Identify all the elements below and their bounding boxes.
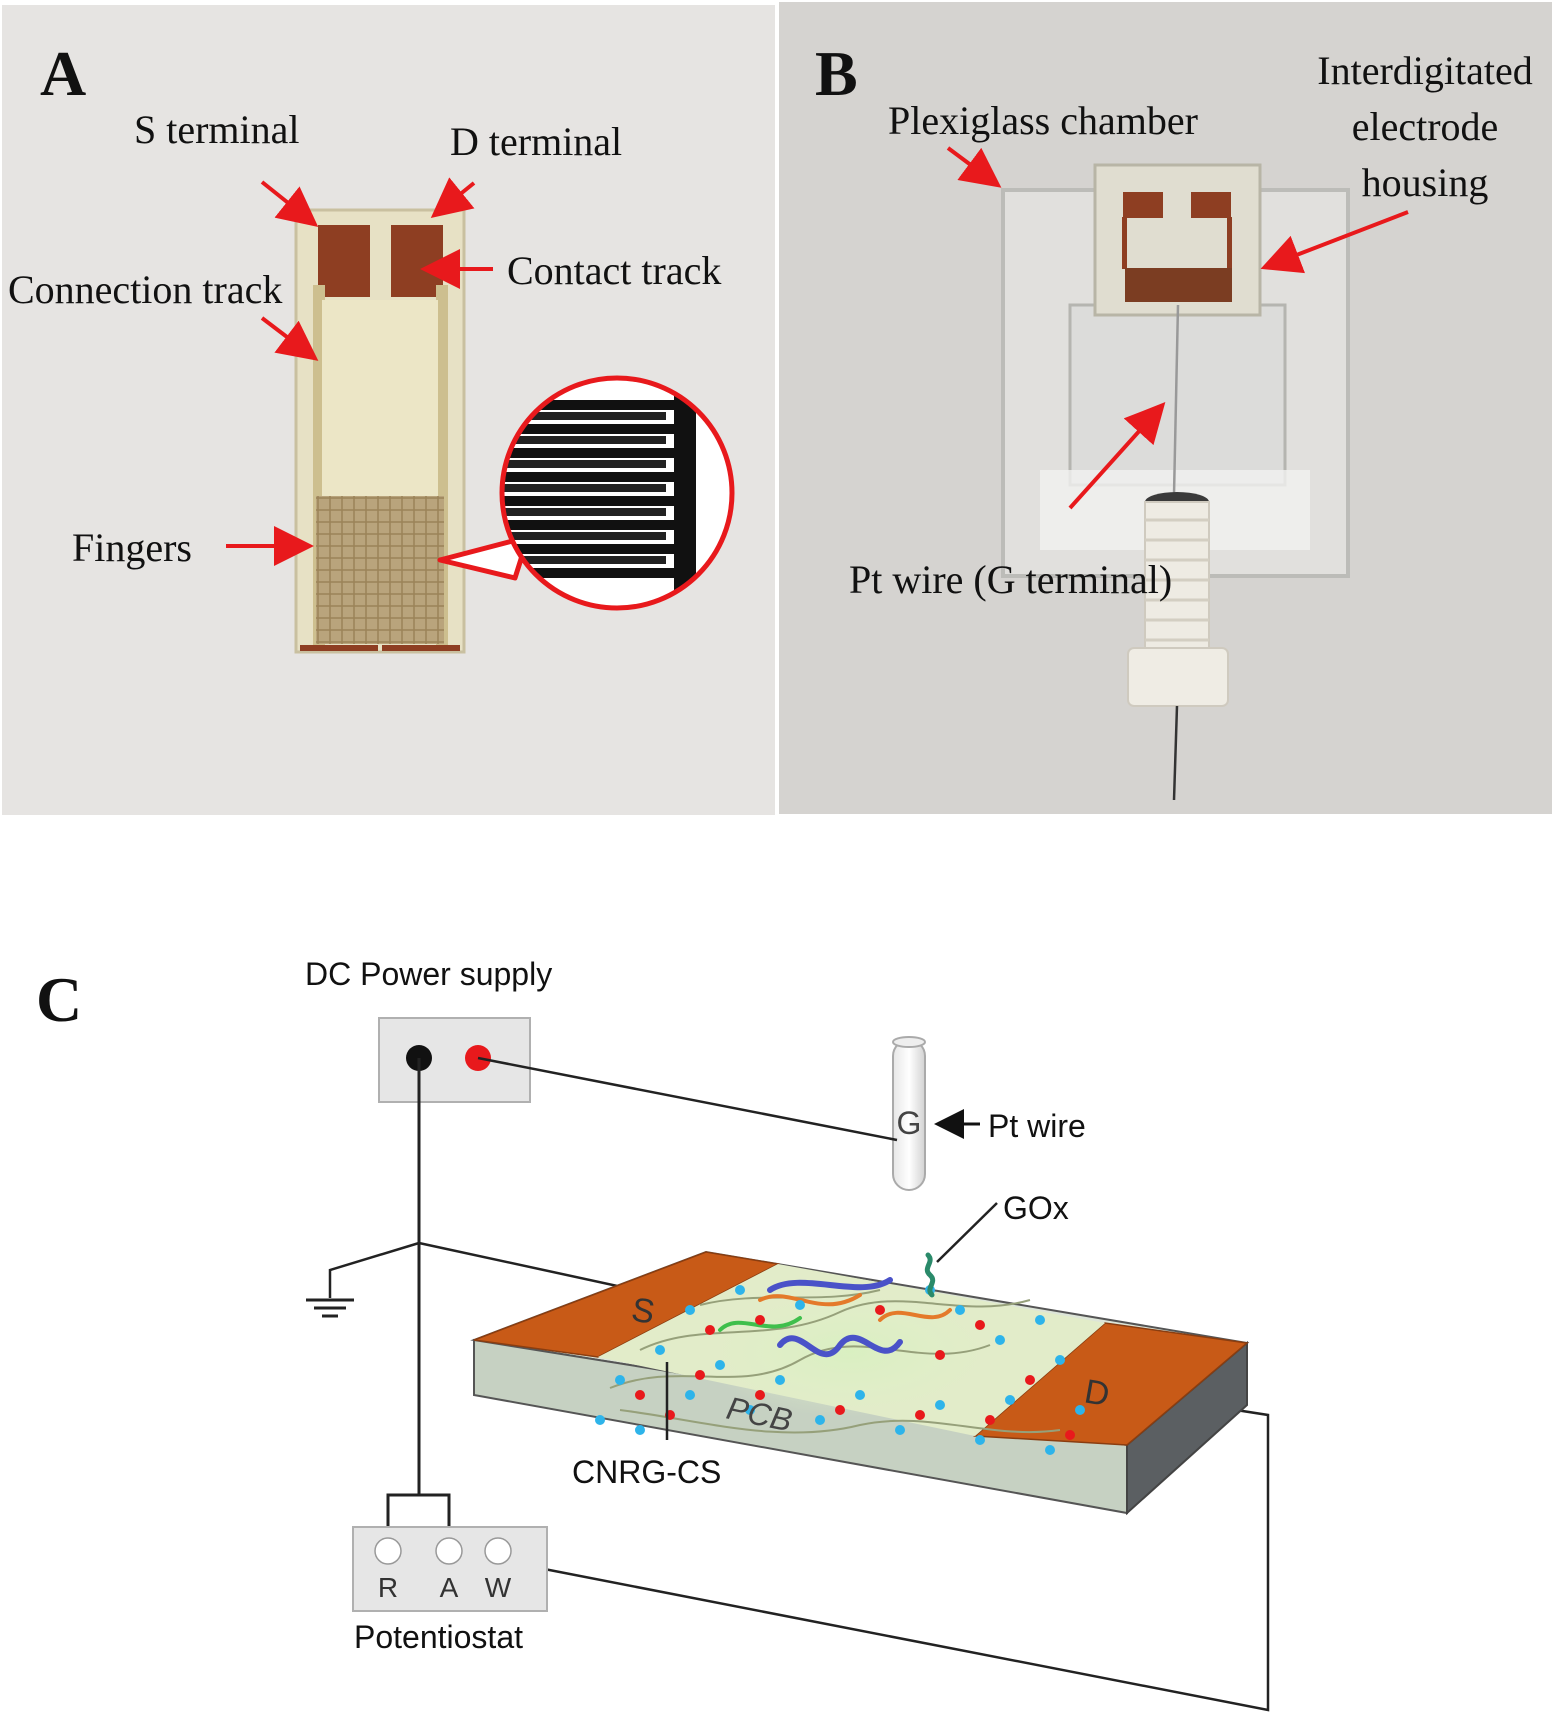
- arrow-plexiglass: [946, 146, 1002, 188]
- label-dc-power-supply: DC Power supply: [305, 956, 552, 992]
- label-fingers: Fingers: [72, 525, 192, 570]
- label-potentiostat: Potentiostat: [354, 1619, 523, 1655]
- label-s-terminal: S terminal: [134, 107, 300, 152]
- wire-to-s: [418, 1241, 637, 1292]
- screw-nut: [1127, 647, 1229, 707]
- chip-middle: [322, 300, 438, 496]
- d-terminal-pad: [391, 225, 443, 297]
- panel-b-letter: B: [815, 38, 858, 109]
- panel-c-letter: C: [36, 964, 82, 1035]
- label-electrode: electrode: [1352, 104, 1499, 149]
- screw: [1127, 492, 1229, 801]
- label-w: W: [485, 1572, 512, 1603]
- housing-pad-left: [1123, 192, 1163, 218]
- finger-area: [316, 496, 444, 644]
- label-pt-wire: Pt wire: [988, 1108, 1086, 1144]
- arrow-connection-track: [260, 316, 319, 361]
- housing-track-right: [1227, 217, 1232, 269]
- terminal-r: [374, 1537, 402, 1565]
- panel-c: C DC Power supply G Pt wire: [36, 956, 1270, 1712]
- tube-top: [892, 1036, 926, 1048]
- label-g: G: [897, 1105, 922, 1141]
- label-connection-track: Connection track: [8, 267, 282, 312]
- label-contact-track: Contact track: [507, 248, 721, 293]
- housing-track-left: [1122, 217, 1127, 269]
- label-d-terminal: D terminal: [450, 119, 622, 164]
- cnrg-network: [595, 1277, 1085, 1455]
- bottom-pad-left: [300, 645, 378, 651]
- wire-r-a-bridge: [386, 1493, 451, 1545]
- label-interdigitated: Interdigitated: [1317, 48, 1532, 93]
- housing-finger-pad: [1125, 268, 1232, 302]
- finger-magnified-inset: [437, 375, 735, 611]
- gox-enzyme-strands: [767, 1277, 903, 1358]
- inset-circle-border: [499, 375, 735, 611]
- wire-to-ground: [328, 1241, 420, 1298]
- label-a: A: [440, 1572, 459, 1603]
- arrow-s-terminal: [260, 180, 319, 227]
- panel-b: B Plexiglass chamber Interdigitated: [779, 2, 1552, 814]
- label-pt-wire-g-terminal: Pt wire (G terminal): [849, 557, 1172, 602]
- nodes-red: [635, 1305, 1075, 1440]
- network-strands: [609, 1289, 1061, 1434]
- wire-positive-to-g: [477, 1056, 898, 1142]
- terminal-a: [435, 1537, 463, 1565]
- arrow-pt-wire: [1068, 402, 1166, 510]
- electrode-chip: [294, 208, 466, 654]
- gox-molecule: [924, 1252, 936, 1298]
- pcb-device: S D PCB: [470, 1250, 1250, 1516]
- cnrg-network-glow: [700, 1287, 1000, 1417]
- screw-thread: [1144, 501, 1210, 673]
- label-gox: GOx: [1003, 1190, 1069, 1226]
- pt-wire-tube: G: [892, 1036, 926, 1191]
- gox-leader-line: [936, 1202, 998, 1263]
- pt-wire-line: [1172, 304, 1180, 496]
- panel-a: A: [2, 5, 775, 815]
- s-terminal-pad: [318, 225, 370, 297]
- enzyme-strands-orange: [758, 1293, 952, 1322]
- enzyme-strands-green: [718, 1316, 802, 1332]
- arrow-d-terminal: [430, 177, 476, 219]
- arrow-housing: [1260, 210, 1409, 274]
- nodes-blue: [595, 1285, 1085, 1455]
- terminal-w: [484, 1537, 512, 1565]
- label-housing: housing: [1362, 160, 1489, 205]
- electrode-housing: [1093, 163, 1262, 317]
- dc-power-supply-box: [378, 1017, 531, 1103]
- label-r: R: [378, 1572, 398, 1603]
- pt-wire-tail: [1172, 705, 1179, 801]
- housing-pad-right: [1191, 192, 1231, 218]
- label-plexiglass-chamber: Plexiglass chamber: [888, 98, 1198, 143]
- label-cnrg-cs: CNRG-CS: [572, 1454, 721, 1490]
- ground-symbol: [306, 1298, 354, 1318]
- interdigitated-fingers-pattern: [502, 378, 696, 608]
- bottom-pad-right: [382, 645, 460, 651]
- panel-a-letter: A: [40, 38, 86, 109]
- screw-ridges: [1145, 518, 1209, 642]
